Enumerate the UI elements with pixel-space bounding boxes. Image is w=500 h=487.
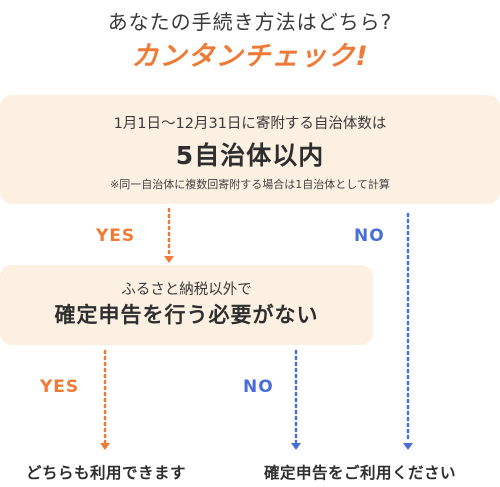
no-label-2: NO (243, 377, 274, 397)
result-right: 確定申告をご利用ください (264, 464, 457, 482)
yes-label-2: YES (40, 377, 80, 397)
no-1-arrowhead (403, 443, 413, 450)
question-box-2 (0, 265, 373, 345)
page-subtitle: カンタンチェック! (131, 41, 369, 72)
question-1-highlight: 5自治体以内 (175, 141, 325, 170)
question-2-highlight: 確定申告を行う必要がない (54, 303, 319, 327)
yes-1-arrowhead (164, 256, 174, 263)
question-box-1 (0, 95, 500, 204)
page-title: あなたの手続き方法はどちら? (107, 10, 393, 34)
result-left: どちらも利用できます (26, 464, 187, 482)
question-2-text: ふるさと納税以外で (121, 282, 252, 298)
no-2-arrowhead (291, 443, 301, 450)
question-1-text: 1月1日〜12月31日に寄附する自治体数は (113, 116, 387, 132)
no-label-1: NO (354, 226, 385, 246)
question-1-note: ※同一自治体に複数回寄附する場合は1自治体として計算 (110, 178, 390, 191)
yes-2-arrowhead (100, 443, 110, 450)
yes-label-1: YES (96, 226, 136, 246)
